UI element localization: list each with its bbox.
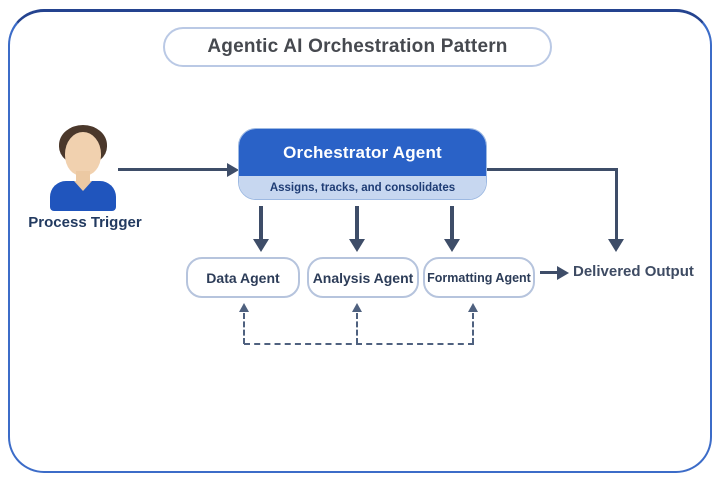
arrow-orchestrator-to-data-line (259, 206, 263, 240)
agent-data-label: Data Agent (206, 269, 280, 286)
agent-formatting-label: Formatting Agent (427, 270, 531, 285)
feedback-arrowhead-analysis (352, 303, 362, 312)
arrow-orchestrator-to-formatting-line (450, 206, 454, 240)
title-pill: Agentic AI Orchestration Pattern (163, 27, 552, 67)
arrow-orchestrator-to-output-hline (487, 168, 618, 171)
arrow-orchestrator-to-output-vline (615, 168, 618, 240)
feedback-dashed-vline-data (243, 313, 245, 344)
arrow-orchestrator-to-formatting-head (444, 239, 460, 252)
feedback-dashed-hline (244, 343, 474, 345)
orchestrator-subtitle-band: Assigns, tracks, and consolidates (239, 176, 486, 199)
avatar-neck (76, 171, 90, 184)
avatar-collar (74, 181, 92, 191)
agent-box-data: Data Agent (186, 257, 300, 298)
feedback-dashed-vline-formatting (472, 313, 474, 344)
process-trigger-label: Process Trigger (28, 214, 142, 231)
person-avatar-icon (50, 125, 116, 211)
orchestrator-box: Orchestrator Agent Assigns, tracks, and … (238, 128, 487, 200)
orchestrator-title: Orchestrator Agent (283, 142, 442, 162)
agent-analysis-label: Analysis Agent (312, 269, 414, 286)
feedback-dashed-vline-analysis (356, 313, 358, 344)
arrow-orchestrator-to-data-head (253, 239, 269, 252)
arrow-formatting-to-output-line (540, 271, 559, 274)
orchestrator-header: Orchestrator Agent (239, 129, 486, 176)
avatar-face (65, 132, 101, 176)
diagram-title: Agentic AI Orchestration Pattern (207, 36, 508, 57)
delivered-output-label: Delivered Output (573, 263, 694, 280)
arrow-orchestrator-to-output-head (608, 239, 624, 252)
arrow-formatting-to-output-head (557, 265, 569, 280)
arrow-orchestrator-to-analysis-head (349, 239, 365, 252)
agent-box-formatting: Formatting Agent (423, 257, 535, 298)
arrow-trigger-to-orchestrator-line (118, 168, 228, 171)
feedback-arrowhead-data (239, 303, 249, 312)
orchestrator-subtitle: Assigns, tracks, and consolidates (269, 181, 456, 194)
arrow-orchestrator-to-analysis-line (355, 206, 359, 240)
arrow-trigger-to-orchestrator-head (227, 162, 239, 177)
feedback-arrowhead-formatting (468, 303, 478, 312)
agent-box-analysis: Analysis Agent (307, 257, 419, 298)
